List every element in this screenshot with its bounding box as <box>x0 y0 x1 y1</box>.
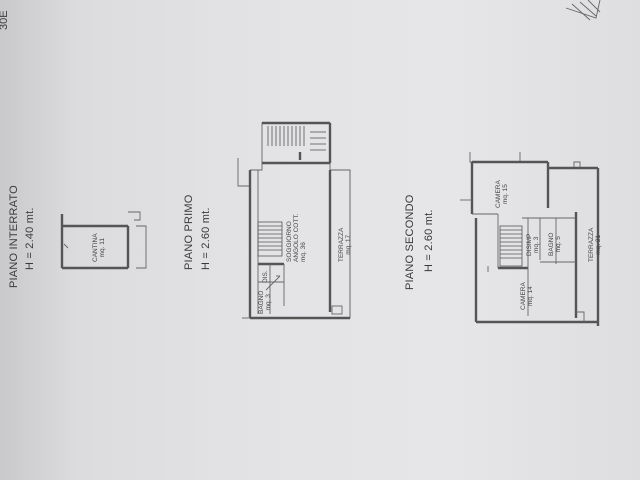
secondo-height: H = 2.60 mt. <box>423 209 435 272</box>
plan-interrato <box>60 211 147 270</box>
plan-primo <box>237 121 351 320</box>
hatch-fragment <box>565 0 601 21</box>
primo-height: H = 2.60 mt. <box>200 207 212 270</box>
plan-secondo <box>460 152 600 326</box>
interrato-height: H = 2.40 mt. <box>24 207 36 270</box>
interrato-title: PIANO INTERRATO <box>8 185 20 288</box>
secondo-title: PIANO SECONDO <box>404 194 416 290</box>
room-dis-primo: DIS. <box>262 270 269 283</box>
primo-title: PIANO PRIMO <box>183 194 195 270</box>
